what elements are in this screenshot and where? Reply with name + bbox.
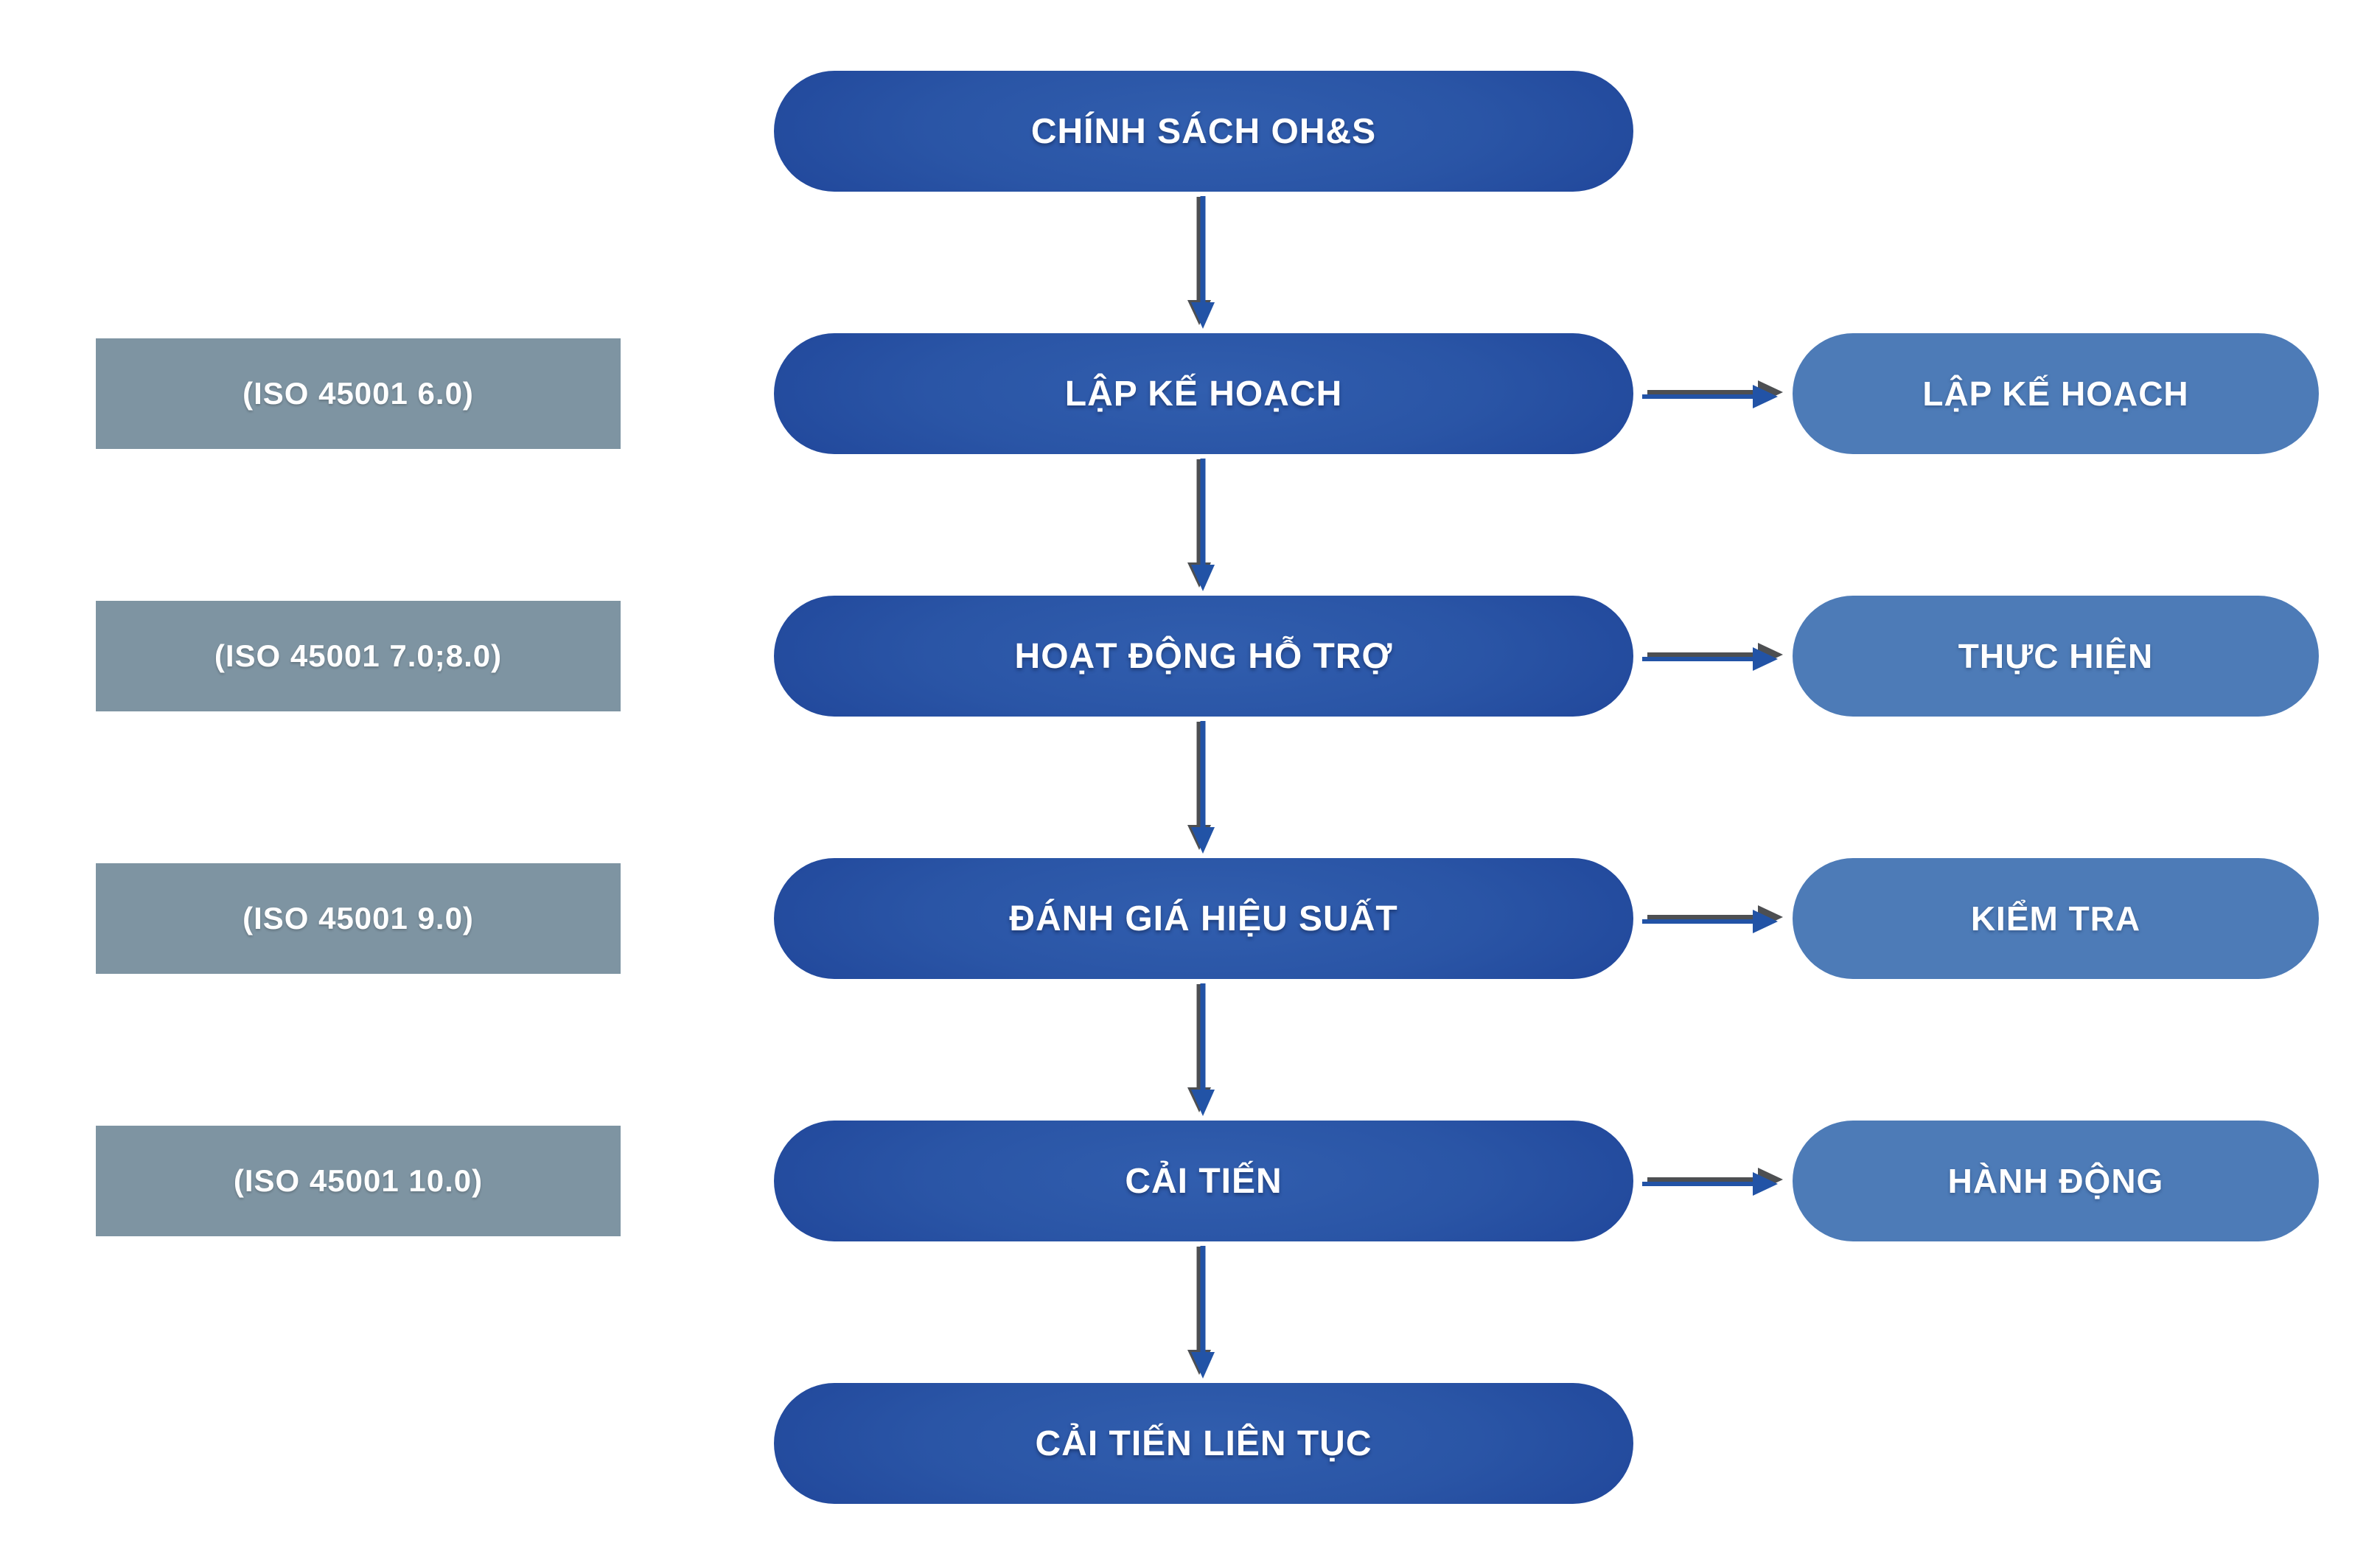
center-step-label: ĐÁNH GIÁ HIỆU SUẤT <box>1009 899 1398 938</box>
iso-ref-label: (ISO 45001 9.0) <box>242 901 474 935</box>
center-step-box: HOẠT ĐỘNG HỖ TRỢ <box>774 596 1633 717</box>
down-arrow-icon <box>1187 1246 1215 1379</box>
center-step-label: LẬP KẾ HOẠCH <box>1064 374 1343 414</box>
down-arrow-icon <box>1187 983 1215 1116</box>
pdca-label: LẬP KẾ HOẠCH <box>1922 374 2189 413</box>
right-arrow-icon <box>1642 905 1783 933</box>
pdca-box: KIỂM TRA <box>1793 858 2319 979</box>
iso-ref-box: (ISO 45001 6.0) <box>96 338 621 449</box>
right-arrow-icon <box>1642 643 1783 671</box>
pdca-box: THỰC HIỆN <box>1793 596 2319 717</box>
pdca-label: HÀNH ĐỘNG <box>1947 1162 2164 1200</box>
center-step-box: CẢI TIẾN LIÊN TỤC <box>774 1383 1633 1504</box>
right-arrow-icon <box>1642 1168 1783 1196</box>
iso-ref-label: (ISO 45001 6.0) <box>242 376 474 411</box>
pdca-box: HÀNH ĐỘNG <box>1793 1121 2319 1241</box>
down-arrow-icon <box>1187 721 1215 854</box>
down-arrow-icon <box>1187 459 1215 591</box>
center-step-box: ĐÁNH GIÁ HIỆU SUẤT <box>774 858 1633 979</box>
center-step-label: CẢI TIẾN <box>1125 1161 1283 1201</box>
iso-ref-box: (ISO 45001 10.0) <box>96 1126 621 1236</box>
pdca-label: KIỂM TRA <box>1970 899 2141 938</box>
center-step-label: HOẠT ĐỘNG HỖ TRỢ <box>1014 636 1393 676</box>
iso-ref-box: (ISO 45001 9.0) <box>96 863 621 974</box>
pdca-label: THỰC HIỆN <box>1958 637 2154 675</box>
center-step-box: LẬP KẾ HOẠCH <box>774 333 1633 454</box>
down-arrow-icon <box>1187 196 1215 329</box>
iso-ref-label: (ISO 45001 10.0) <box>233 1163 484 1198</box>
center-step-box: CHÍNH SÁCH OH&S <box>774 71 1633 192</box>
pdca-box: LẬP KẾ HOẠCH <box>1793 333 2319 454</box>
center-step-label: CHÍNH SÁCH OH&S <box>1030 111 1377 151</box>
iso-ref-label: (ISO 45001 7.0;8.0) <box>214 638 503 673</box>
right-arrow-icon <box>1642 380 1783 408</box>
center-step-box: CẢI TIẾN <box>774 1121 1633 1241</box>
center-step-label: CẢI TIẾN LIÊN TỤC <box>1035 1424 1372 1463</box>
iso-ref-box: (ISO 45001 7.0;8.0) <box>96 601 621 711</box>
